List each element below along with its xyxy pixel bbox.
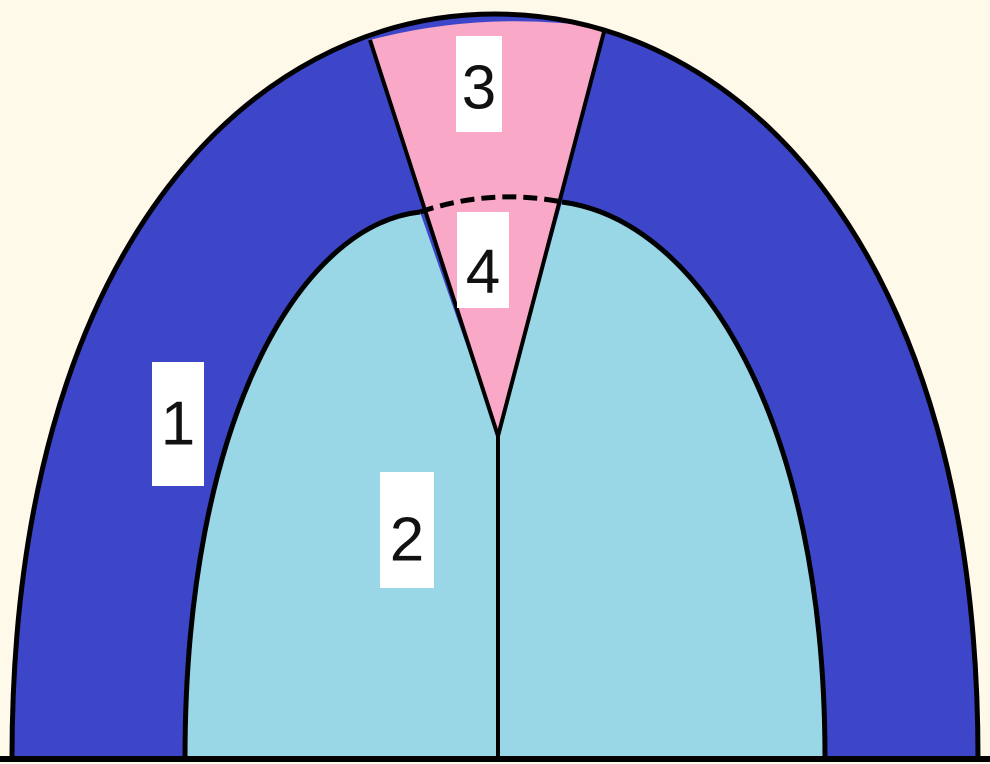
label-1-text: 1 — [161, 390, 195, 459]
label-3-text: 3 — [462, 54, 496, 123]
label-4: 4 — [457, 212, 509, 308]
label-4-text: 4 — [466, 238, 500, 307]
label-3: 3 — [456, 36, 502, 132]
label-2: 2 — [380, 472, 434, 588]
label-2-text: 2 — [390, 506, 424, 575]
label-1: 1 — [152, 362, 204, 486]
